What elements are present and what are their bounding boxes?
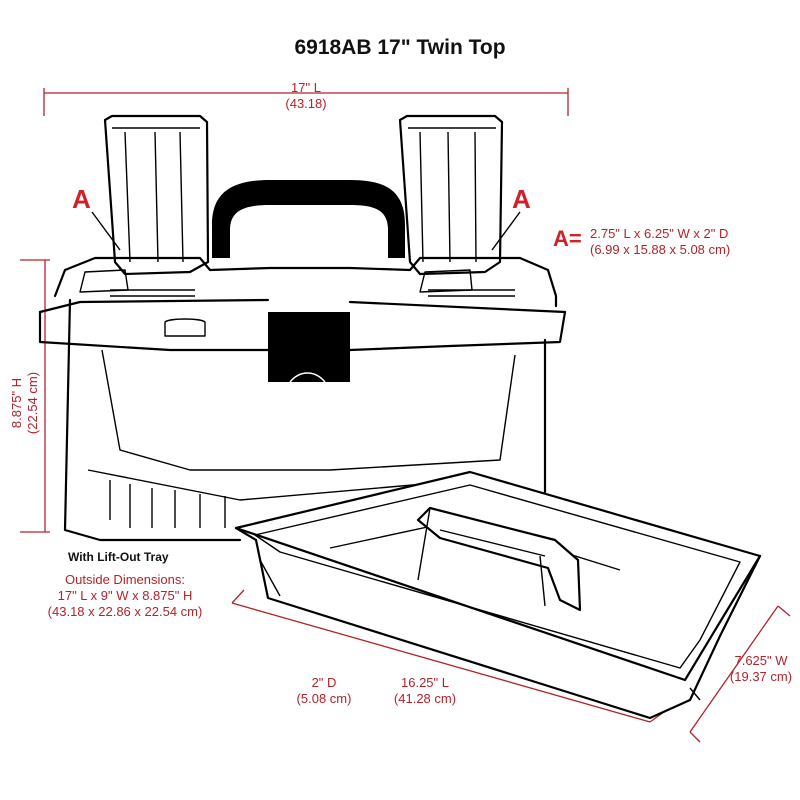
outside-dimensions: Outside Dimensions: 17" L x 9" W x 8.875… — [30, 572, 220, 620]
tray-width-dimension: 7.625" W (19.37 cm) — [722, 653, 800, 685]
dimension-lines — [20, 88, 791, 743]
compartment-metric: (6.99 x 15.88 x 5.08 cm) — [590, 242, 731, 257]
product-title: 6918AB 17" Twin Top — [294, 36, 506, 59]
compartment-legend-key: A= — [553, 226, 582, 251]
tray-caption: With Lift-Out Tray — [68, 550, 169, 564]
top-length-metric: (43.18) — [285, 96, 327, 111]
tray-width-metric: (19.37 cm) — [729, 669, 793, 684]
tray-length-metric: (41.28 cm) — [393, 691, 457, 706]
height-dimension: 8.875" H (22.54 cm) — [9, 343, 41, 463]
compartment-dimension: 2.75" L x 6.25" W x 2" D (6.99 x 15.88 x… — [590, 226, 730, 258]
outside-dimensions-metric: (43.18 x 22.86 x 22.54 cm) — [47, 604, 203, 619]
tray-depth-dimension: 2" D (5.08 cm) — [284, 675, 364, 707]
toolbox-body — [38, 114, 567, 542]
outside-dimensions-heading: Outside Dimensions: — [65, 572, 185, 587]
tray-depth-metric: (5.08 cm) — [296, 691, 352, 706]
height-imperial: 8.875" H — [9, 377, 24, 429]
top-length-dimension: 17" L (43.18) — [256, 80, 356, 112]
compartment-imperial: 2.75" L x 6.25" W x 2" D — [590, 226, 729, 241]
lift-out-tray — [234, 470, 762, 720]
tray-length-dimension: 16.25" L (41.28 cm) — [380, 675, 470, 707]
tray-width-imperial: 7.625" W — [734, 653, 788, 668]
compartment-callout-left: A — [72, 184, 91, 214]
height-metric: (22.54 cm) — [25, 371, 40, 435]
outside-dimensions-imperial: 17" L x 9" W x 8.875" H — [57, 588, 193, 603]
compartment-callout-right: A — [512, 184, 531, 214]
tray-depth-imperial: 2" D — [311, 675, 337, 690]
top-length-imperial: 17" L — [291, 80, 321, 95]
tray-length-imperial: 16.25" L — [401, 675, 449, 690]
